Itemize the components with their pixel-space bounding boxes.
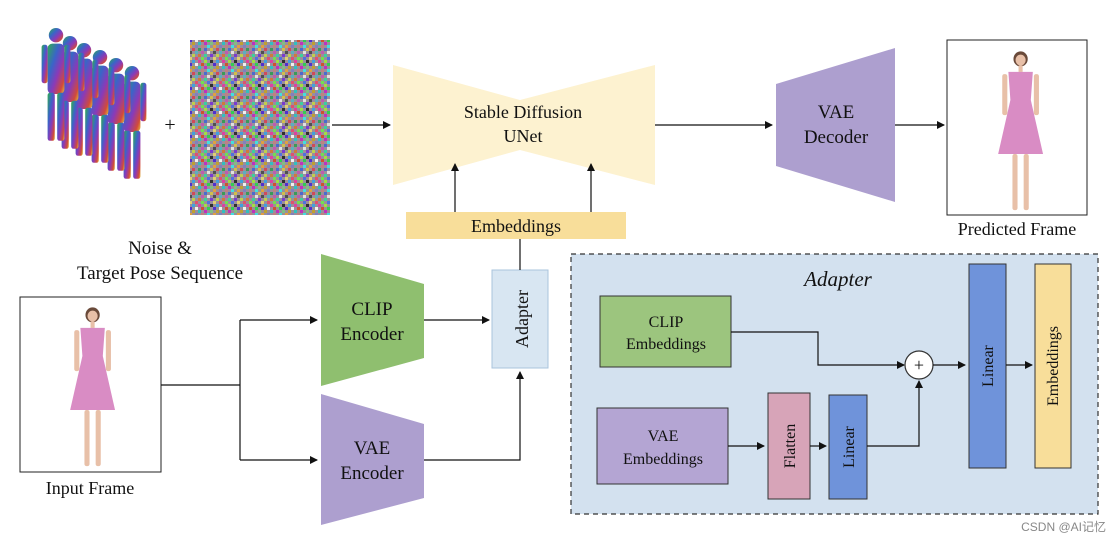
watermark: CSDN @AI记忆	[1021, 520, 1106, 534]
vae-encoder-label-line1: VAE	[354, 438, 391, 459]
noise-pose-label-line2: Target Pose Sequence	[77, 263, 243, 284]
noise-pose-label-line1: Noise &	[128, 238, 192, 259]
pose-sequence-figures	[41, 28, 147, 179]
vae-encoder-label-line2: Encoder	[340, 463, 404, 484]
noise-image	[190, 40, 330, 215]
clip-encoder-label-line1: CLIP	[351, 299, 392, 320]
linear-box-2	[968, 263, 1007, 469]
vae-decoder-label-line1: VAE	[818, 102, 855, 123]
unet-label-line2: UNet	[504, 126, 543, 146]
adapter-block-label: Adapter	[512, 290, 532, 348]
vae-encoder-block	[321, 394, 424, 525]
linear-box-1	[828, 394, 868, 500]
plus-sign: +	[164, 114, 175, 136]
clip-embeddings-label-line2: Embeddings	[626, 336, 706, 353]
unet-block	[393, 65, 655, 185]
adapter-panel-title: Adapter	[802, 267, 872, 291]
vae-decoder-block	[776, 48, 895, 202]
clip-encoder-label-line2: Encoder	[340, 324, 404, 345]
embeddings-bar	[406, 212, 626, 239]
unet-label-line1: Stable Diffusion	[464, 102, 582, 122]
clip-emb-to-sum-line	[731, 331, 905, 369]
predicted-frame-label: Predicted Frame	[958, 219, 1076, 239]
output-embeddings-label: Embeddings	[1045, 326, 1062, 406]
flatten-box	[767, 392, 811, 500]
flatten-label: Flatten	[782, 424, 799, 468]
embeddings-bar-label: Embeddings	[471, 216, 561, 236]
vae-embeddings-label-line1: VAE	[648, 428, 679, 445]
clip-embeddings-box	[599, 295, 732, 368]
clip-encoder-block	[321, 254, 424, 386]
vae-to-adapter-arrow	[424, 371, 524, 461]
linear-to-sum-line	[867, 380, 923, 447]
vae-embeddings-label-line2: Embeddings	[623, 451, 703, 468]
vae-decoder-label-line2: Decoder	[804, 127, 869, 148]
linear-box-1-label: Linear	[841, 425, 858, 467]
vae-embeddings-box	[596, 407, 729, 485]
output-embeddings-box	[1034, 263, 1072, 469]
adapter-block	[491, 269, 549, 369]
sum-node-symbol: +	[914, 355, 924, 375]
linear-box-2-label: Linear	[980, 344, 997, 386]
clip-embeddings-label-line1: CLIP	[649, 314, 684, 331]
input-frame-label: Input Frame	[46, 478, 134, 498]
